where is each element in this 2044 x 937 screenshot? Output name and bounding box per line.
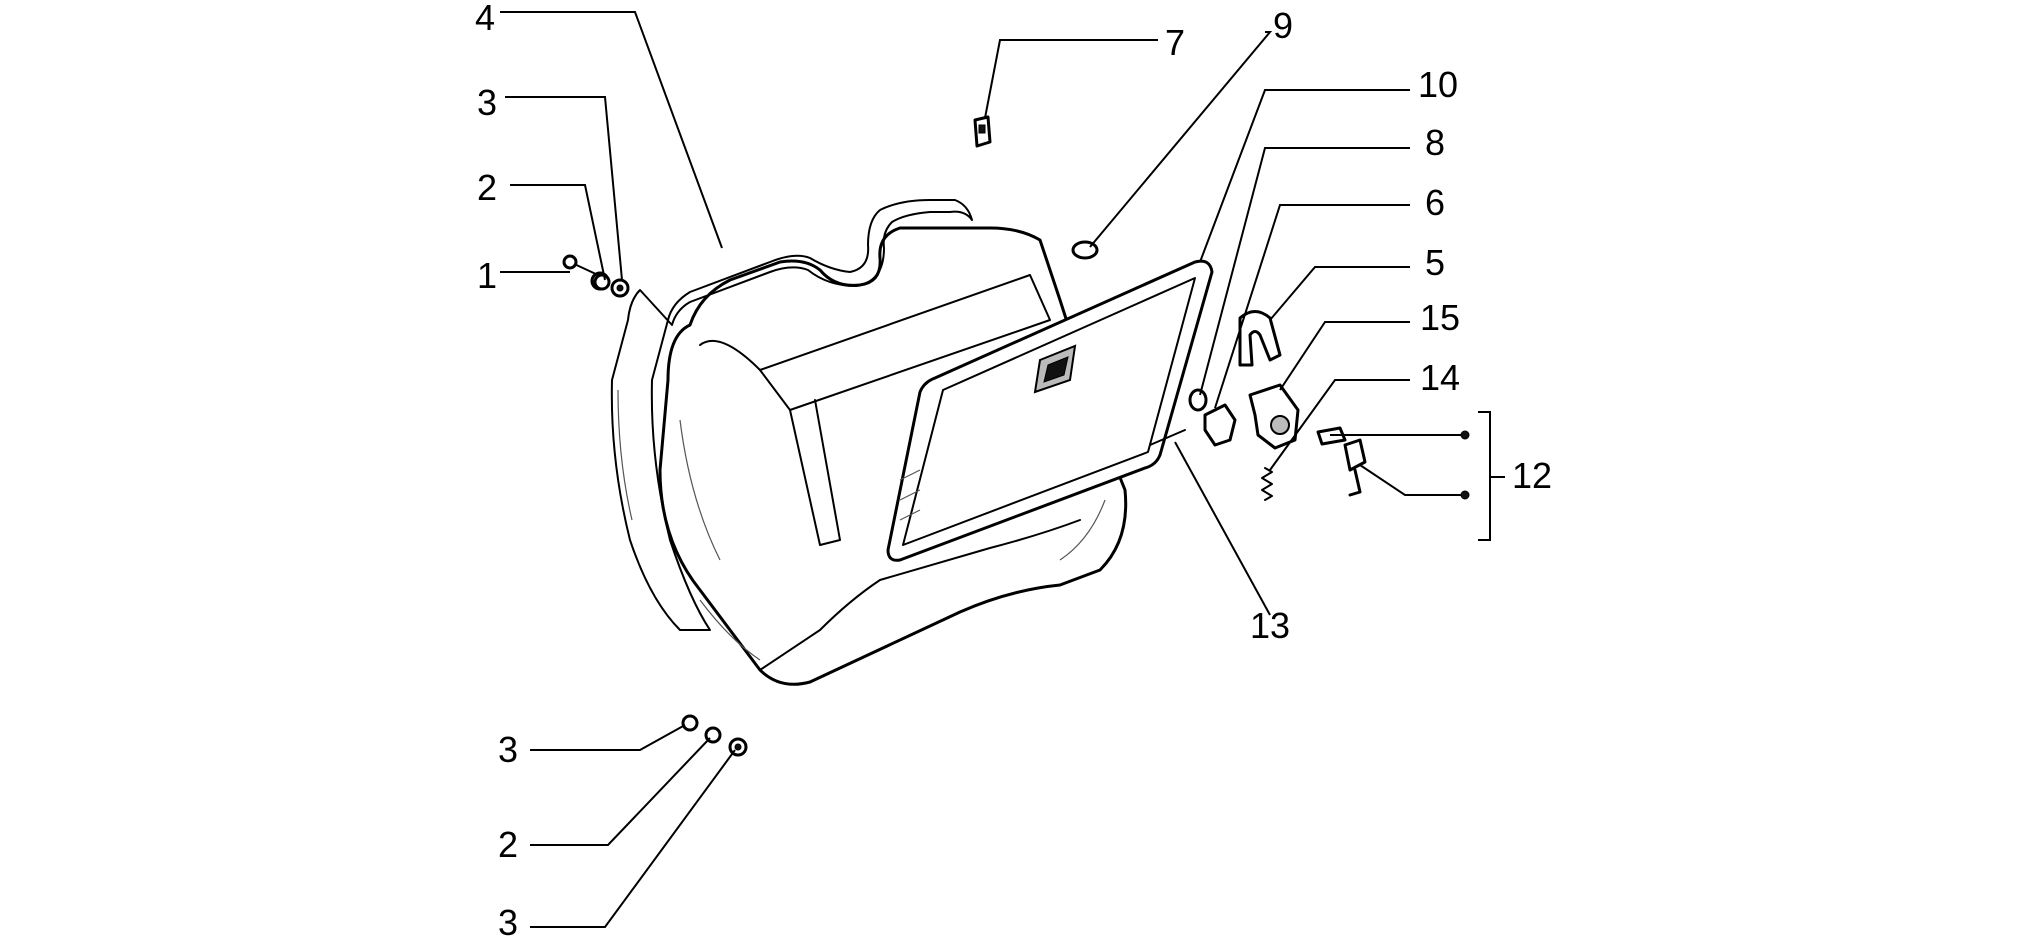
- callout-2-bottom: 2: [498, 824, 518, 865]
- callout-15: 15: [1420, 297, 1460, 338]
- nut-part-3-mid: [681, 714, 699, 732]
- callout-13: 13: [1250, 605, 1290, 646]
- pin-part-13: [1149, 429, 1186, 446]
- bracket-part-5: [1238, 310, 1282, 367]
- rubber-seal: [610, 199, 973, 631]
- callout-4: 4: [475, 0, 495, 38]
- callout-14: 14: [1420, 357, 1460, 398]
- clip-part-7: [973, 115, 992, 148]
- glove-box-body: [658, 226, 1128, 686]
- callout-1: 1: [477, 255, 497, 296]
- leader-lines: [500, 11, 1505, 928]
- callout-7: 7: [1165, 22, 1185, 63]
- callout-3-mid: 3: [498, 729, 518, 770]
- lock-housing-part-15: [1248, 383, 1300, 450]
- callout-3-bottom: 3: [498, 902, 518, 937]
- callout-6: 6: [1425, 182, 1445, 223]
- callout-2-top: 2: [477, 167, 497, 208]
- washer-part-8: [1188, 388, 1208, 412]
- callout-8: 8: [1425, 122, 1445, 163]
- nut-part-3-top: [610, 278, 630, 298]
- callout-5: 5: [1425, 242, 1445, 283]
- callout-10: 10: [1418, 64, 1458, 105]
- callout-12: 12: [1512, 455, 1552, 496]
- callout-3-top: 3: [477, 82, 497, 123]
- callout-9: 9: [1273, 5, 1293, 46]
- key-part-12: [1343, 438, 1367, 497]
- latch-part-6: [1203, 403, 1237, 447]
- washer-part-2-top: [593, 273, 611, 291]
- spring-part-14: [1261, 467, 1273, 501]
- glove-box-lid: [886, 259, 1214, 562]
- callout-labels: 4 3 2 1 7 9 10 8 6 5 15 14 12 13 3 2 3: [475, 0, 1552, 937]
